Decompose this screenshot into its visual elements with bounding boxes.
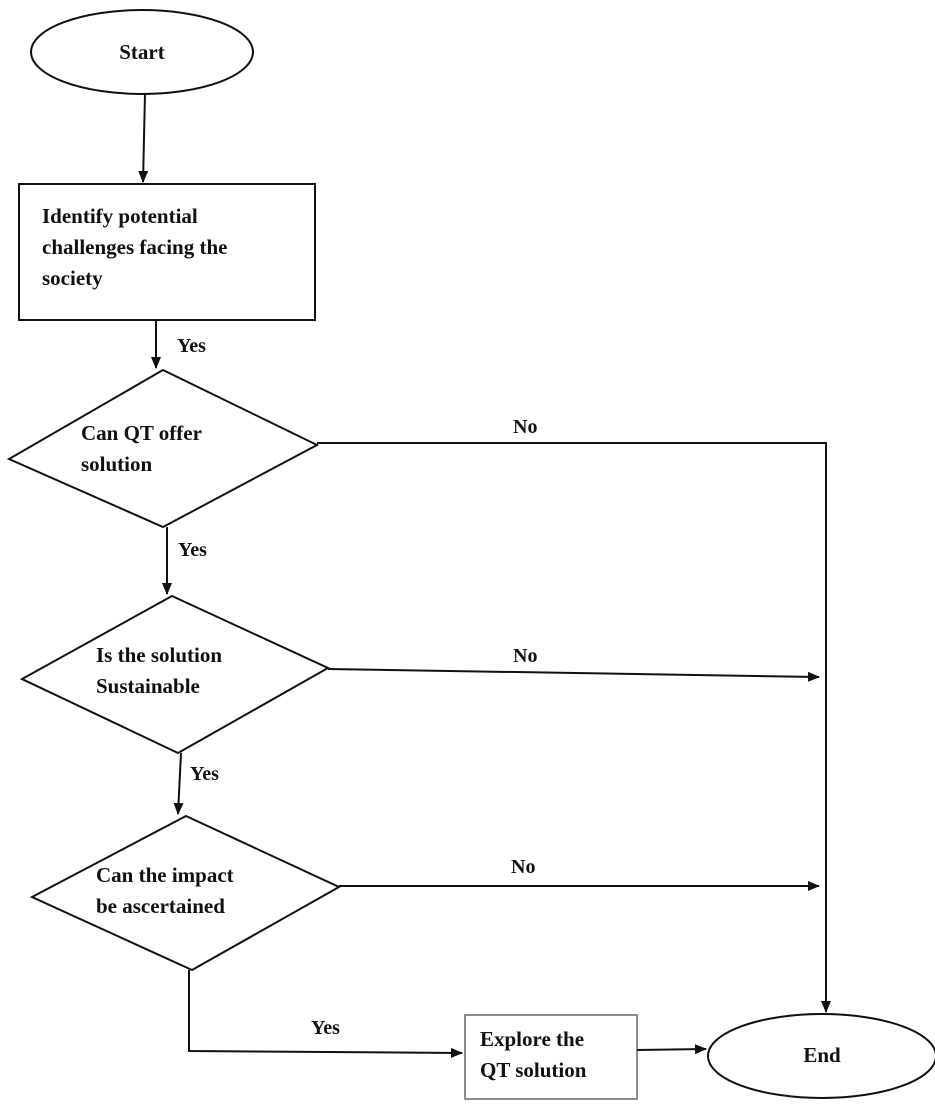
decision-impact-text: Can the impact be ascertained	[96, 860, 234, 922]
decision-qt-line-2: solution	[81, 452, 153, 476]
edge-label-identify-yes: Yes	[177, 335, 206, 357]
identify-process-box	[18, 183, 316, 321]
end-terminal	[707, 1013, 935, 1099]
decision-sustainable-text: Is the solution Sustainable	[96, 640, 222, 702]
identify-text: Identify potential challenges facing the…	[42, 201, 227, 294]
start-terminal	[30, 9, 254, 95]
start-label: Start	[119, 40, 165, 64]
explore-line-1: Explore the	[480, 1027, 585, 1051]
decision-sustainable-line-1: Is the solution	[96, 643, 223, 667]
edge-label-sustainable-no: No	[513, 645, 538, 667]
impact-yes-connector	[188, 970, 463, 1058]
sustainable-no-arrow	[327, 668, 820, 682]
decision-sustainable-line-2: Sustainable	[96, 674, 200, 698]
explore-text: Explore the QT solution	[480, 1024, 586, 1086]
edge-label-qt-no: No	[513, 416, 538, 438]
identify-line-1: Identify potential	[42, 204, 198, 228]
decision-sustainable-diamond	[19, 594, 331, 755]
start-to-identify-arrow	[138, 93, 149, 183]
decision-qt-line-1: Can QT offer	[81, 421, 202, 445]
qt-no-connector	[317, 442, 831, 1013]
edge-label-impact-no: No	[511, 856, 536, 878]
explore-to-end-arrow	[636, 1044, 707, 1055]
identify-line-3: society	[42, 266, 103, 290]
decision-impact-line-1: Can the impact	[96, 863, 234, 887]
decision-qt-diamond	[6, 368, 320, 529]
edge-label-impact-yes: Yes	[311, 1017, 340, 1039]
decision-impact-diamond	[29, 814, 342, 972]
decision-impact-line-2: be ascertained	[96, 894, 225, 918]
explore-process-box	[464, 1014, 638, 1100]
sustainable-to-impact-arrow	[173, 752, 184, 815]
explore-line-2: QT solution	[480, 1058, 587, 1082]
edge-label-sustainable-yes: Yes	[190, 763, 219, 785]
end-label: End	[803, 1043, 841, 1067]
decision-qt-text: Can QT offer solution	[81, 418, 202, 480]
identify-line-2: challenges facing the	[42, 235, 228, 259]
edge-label-qt-yes: Yes	[178, 539, 207, 561]
